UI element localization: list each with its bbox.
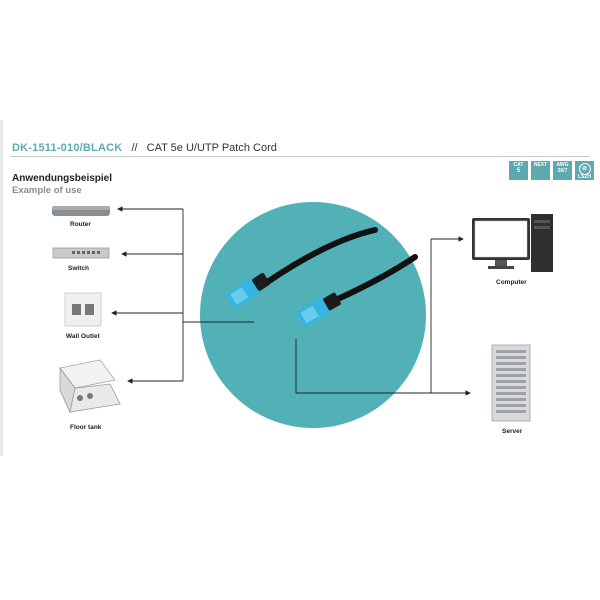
lszh-badge-icon: ⊘ LSZH — [575, 161, 594, 180]
patch-cable-icon — [226, 227, 418, 327]
product-code: DK-1511-010/BLACK — [12, 142, 123, 154]
router-icon — [52, 206, 110, 216]
device-label-server: Server — [502, 428, 523, 435]
cat-badge-icon: CAT 5 — [509, 161, 528, 180]
switch-icon — [52, 247, 110, 259]
device-label-wall-outlet: Wall Outlet — [66, 333, 100, 340]
floor-tank-icon — [59, 359, 121, 414]
product-header: DK-1511-010/BLACK // CAT 5e U/UTP Patch … — [12, 142, 277, 154]
section-title-de: Anwendungsbeispiel — [12, 173, 113, 184]
left-edge-bar — [0, 120, 3, 456]
server-icon — [491, 344, 531, 422]
spec-badges: CAT 5 NEXT AWG 26/7 ⊘ LSZH — [509, 161, 594, 180]
product-description: CAT 5e U/UTP Patch Cord — [146, 142, 277, 154]
next-badge-icon: NEXT — [531, 161, 550, 180]
wall-outlet-icon — [64, 292, 102, 327]
header-divider — [10, 156, 590, 157]
awg-badge-icon: AWG 26/7 — [553, 161, 572, 180]
header-separator: // — [131, 142, 138, 154]
section-title-en: Example of use — [12, 185, 82, 196]
device-label-switch: Switch — [68, 265, 89, 272]
computer-icon — [472, 214, 553, 272]
device-label-floor-tank: Floor tank — [70, 424, 102, 431]
device-label-router: Router — [70, 221, 91, 228]
device-label-computer: Computer — [496, 279, 527, 286]
